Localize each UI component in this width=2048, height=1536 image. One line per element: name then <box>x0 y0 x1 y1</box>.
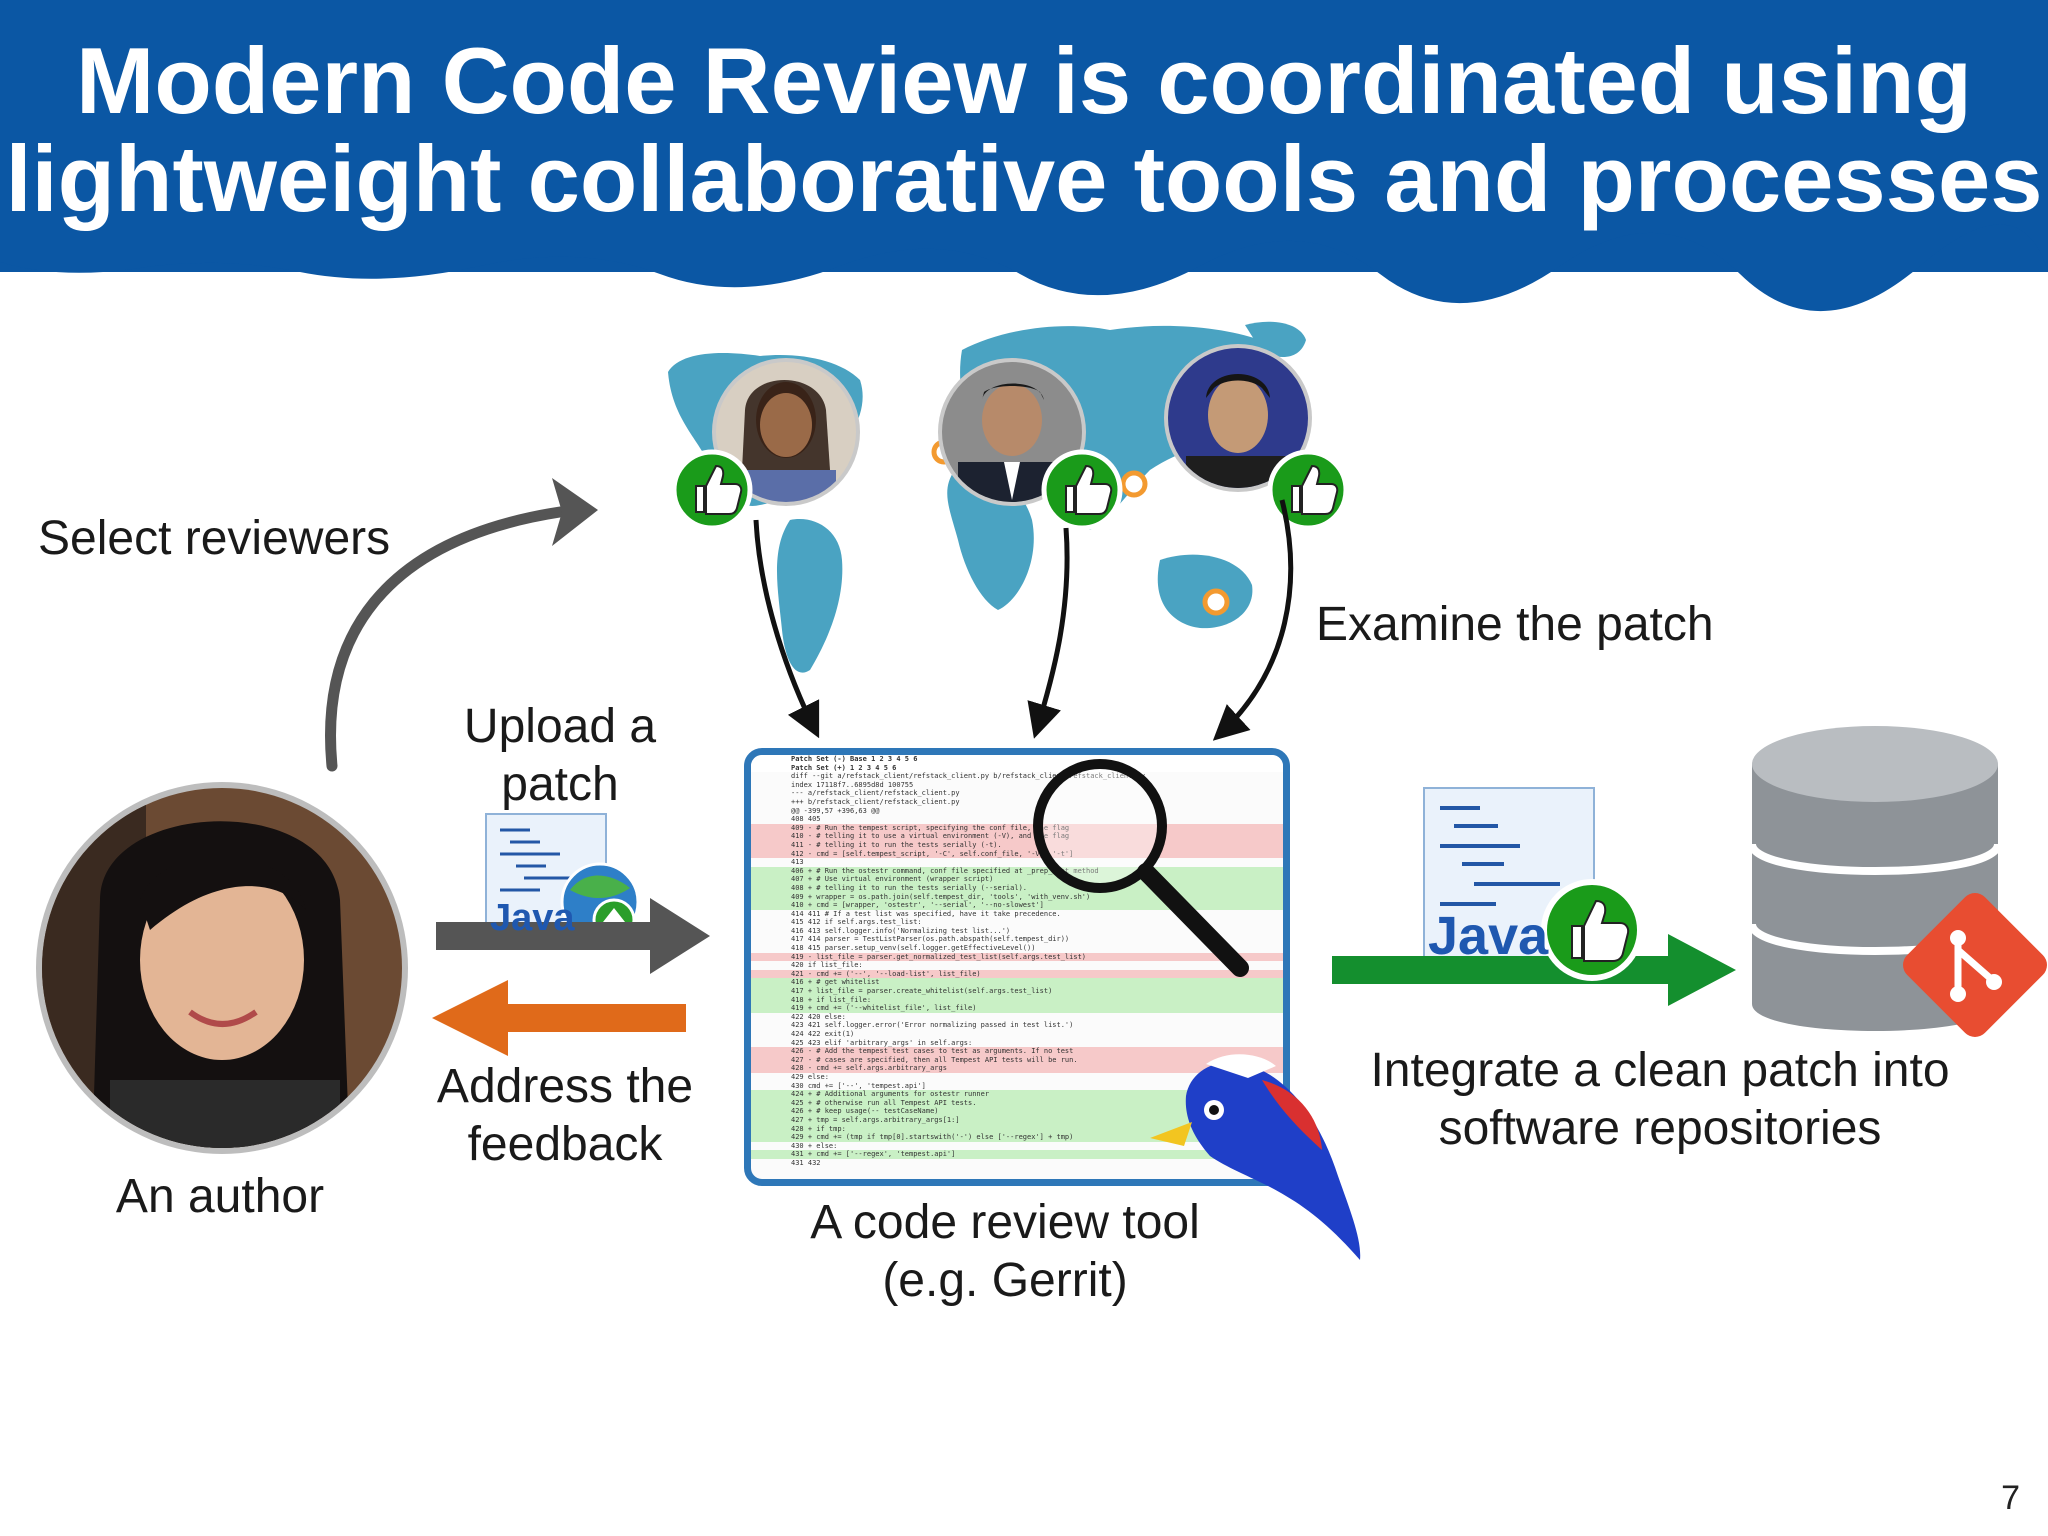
title-banner <box>0 0 2048 272</box>
review-arrow-1 <box>753 519 820 739</box>
select-reviewers-label: Select reviewers <box>38 512 391 565</box>
diff-line: 424 + # Additional arguments for ostestr… <box>751 1090 1283 1099</box>
diff-line: 410 - # telling it to use a virtual envi… <box>751 832 1283 841</box>
code-review-tool-label: A code review tool (e.g. Gerrit) <box>760 1194 1250 1310</box>
diff-line: 408 + # telling it to run the tests seri… <box>751 883 1283 893</box>
upload-label-line-1: Upload a <box>463 700 657 753</box>
diff-line: 415 412 if self.args.test_list: <box>791 918 922 927</box>
diff-line: 418 415 parser.setup_venv(self.logger.ge… <box>791 944 1036 953</box>
diff-line: 409 - # Run the tempest script, specifyi… <box>751 823 1283 833</box>
thumbs-up-icon <box>671 449 753 531</box>
author-avatar <box>36 782 408 1154</box>
diff-line: 429 else: <box>791 1072 829 1081</box>
reviewer-avatar-3 <box>1164 344 1312 492</box>
diff-line: 431 + cmd += ['--regex', 'tempest.api'] <box>751 1150 1283 1159</box>
tool-label-line-1: A code review tool <box>810 1196 1200 1249</box>
diff-line: 416 413 self.logger.info('Normalizing te… <box>791 926 1011 935</box>
diff-line: 420 if list_file: <box>791 961 863 970</box>
diff-line: 417 414 parser = TestListParser(os.path.… <box>791 935 1070 944</box>
upload-label-line-2: patch <box>501 758 619 811</box>
title-line-2: lightweight collaborative tools and proc… <box>5 126 2043 231</box>
diff-line: 426 - # Add the tempest test cases to te… <box>751 1047 1283 1056</box>
page-number: 7 <box>2001 1479 2020 1517</box>
banner-edge <box>0 224 2048 312</box>
diff-line: 419 - list_file = parser.get_normalized_… <box>751 952 1283 962</box>
integrate-label: Integrate a clean patch into software re… <box>1340 1042 1980 1158</box>
address-label-line-2: feedback <box>467 1118 663 1171</box>
diff-line: 407 + # Use virtual environment (wrapper… <box>751 875 1283 884</box>
diff-line: 429 + cmd += (tmp if tmp[0].startswith('… <box>751 1133 1283 1142</box>
diff-line: 425 + # otherwise run all Tempest API te… <box>751 1098 1283 1108</box>
magnifier-icon <box>1033 759 1249 977</box>
java-label-integrate: Java <box>1428 906 1549 966</box>
diff-line: 428 + if tmp: <box>751 1124 1283 1134</box>
diff-line: 423 421 self.logger.error('Error normali… <box>791 1021 1074 1030</box>
diff-line: 428 - cmd += self.args.arbitrary_args <box>751 1064 1283 1073</box>
select-reviewers-arrow <box>325 506 566 772</box>
java-label-upload: Java <box>490 897 575 939</box>
feedback-arrow <box>432 980 686 1056</box>
diff-line: diff --git a/refstack_client/refstack_cl… <box>791 772 1146 781</box>
upload-arrow <box>436 898 710 974</box>
diff-line: 424 422 exit(1) <box>791 1030 855 1038</box>
examine-patch-label: Examine the patch <box>1316 598 1714 651</box>
diff-line: --- a/refstack_client/refstack_client.py <box>791 789 960 798</box>
integrate-arrow <box>1332 934 1736 1006</box>
diff-line: 431 432 <box>791 1158 821 1167</box>
thumbs-up-icon <box>1267 449 1349 531</box>
diff-line: 430 cmd += ['--', 'tempest.api'] <box>791 1081 926 1090</box>
diff-line: Patch Set (-) Base 1 2 3 4 5 6 <box>751 755 1283 764</box>
bird-mascot-icon <box>1150 1054 1361 1260</box>
diff-line: 417 + list_file = parser.create_whitelis… <box>751 987 1283 996</box>
diff-line: 427 - # cases are specified, then all Te… <box>751 1055 1283 1065</box>
address-feedback-label: Address the feedback <box>410 1058 720 1174</box>
diff-line: 413 <box>791 858 804 867</box>
tool-label-line-2: (e.g. Gerrit) <box>882 1254 1128 1307</box>
diff-line: 414 411 # If a test list was specified, … <box>791 909 1061 918</box>
diff-line: 416 + # get whitelist <box>751 978 1283 988</box>
diff-line: 412 - cmd = [self.tempest_script, '-C', … <box>751 849 1283 859</box>
slide-title: Modern Code Review is coordinated using … <box>0 32 2048 228</box>
diff-line: 418 + if list_file: <box>751 995 1283 1005</box>
diff-line: +++ b/refstack_client/refstack_client.py <box>791 797 960 806</box>
select-reviewers-arrowhead <box>552 478 598 546</box>
diff-line: 410 + cmd = [wrapper, 'ostestr', '--seri… <box>751 901 1283 910</box>
diff-line: 425 423 elif 'arbitrary_args' in self.ar… <box>791 1038 973 1047</box>
diff-line: 409 + wrapper = os.path.join(self.tempes… <box>751 892 1283 902</box>
git-icon <box>1903 893 2047 1037</box>
diff-line: 426 + # keep usage(-- testCaseName) <box>751 1107 1283 1116</box>
diff-line: 427 + tmp = self.args.arbitrary_args[1:] <box>751 1115 1283 1125</box>
diff-line: 422 420 else: <box>791 1012 846 1021</box>
thumbs-up-icon <box>1041 449 1123 531</box>
diff-line: Patch Set (+) 1 2 3 4 5 6 <box>751 763 1283 773</box>
review-arrow-3 <box>1212 499 1294 741</box>
integrate-label-line-1: Integrate a clean patch into <box>1370 1044 1950 1097</box>
diff-line: 419 + cmd += ('--whitelist_file', list_f… <box>751 1004 1283 1013</box>
diff-line: index 17118f7..6895d8d 100755 <box>791 780 914 789</box>
title-line-1: Modern Code Review is coordinated using <box>76 28 1972 133</box>
diff-line: @@ -399,57 +396,63 @@ <box>791 806 880 815</box>
author-label: An author <box>115 1170 325 1223</box>
diff-line: 408 405 <box>791 815 821 824</box>
thumbs-up-icon <box>1541 879 1643 981</box>
address-label-line-1: Address the <box>436 1060 694 1113</box>
integrate-label-line-2: software repositories <box>1438 1102 1882 1155</box>
diff-line: 411 - # telling it to run the tests seri… <box>751 840 1283 850</box>
upload-patch-label: Upload a patch <box>410 698 710 814</box>
review-arrow-2 <box>1027 527 1070 739</box>
diff-line: 421 - cmd += ('--', '--load-list', list_… <box>751 969 1283 979</box>
diff-line: 406 + # Run the ostestr command, conf fi… <box>751 866 1283 876</box>
diff-line: 430 + else: <box>791 1141 838 1150</box>
